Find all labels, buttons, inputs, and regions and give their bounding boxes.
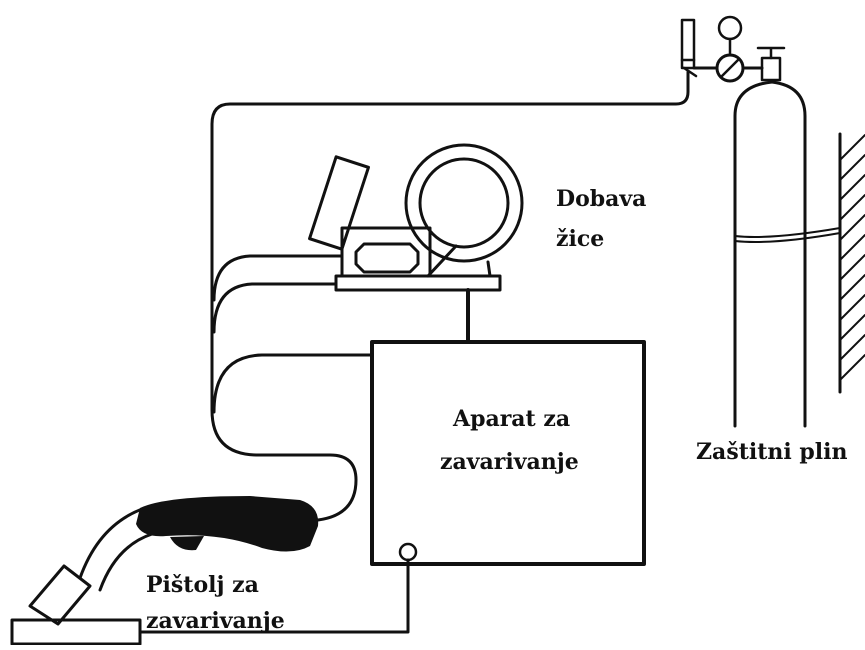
gun-trigger [170, 536, 204, 551]
welding-machine-label-line1: Aparat za [452, 406, 570, 432]
cylinder-valve [760, 56, 782, 82]
gun-neck-upper [78, 505, 150, 580]
spool-support [426, 244, 458, 278]
wire-spool-outer [404, 143, 524, 263]
shielding-gas-label: Zaštitni plin [696, 439, 848, 465]
feeder-drive-housing [340, 226, 432, 278]
ground-socket [398, 542, 418, 562]
feeder-cable-1 [212, 254, 344, 302]
wire-feed-label-line2: žice [556, 226, 604, 252]
gas-cylinder [733, 46, 841, 428]
feeder-cover-lid [308, 155, 370, 251]
feeder-cable-2 [212, 282, 338, 334]
feeder-roller [354, 242, 420, 274]
welding-gun [28, 496, 319, 626]
wire-spool-inner [418, 157, 510, 249]
gun-nozzle [28, 564, 92, 626]
welding-machine-box [370, 340, 646, 566]
pressure-regulator [680, 15, 764, 83]
wire-feeder [212, 143, 524, 334]
flowmeter-fitting [680, 58, 698, 78]
ground-cable [138, 558, 410, 634]
flowmeter [680, 18, 696, 70]
gun-label-line2: zavarivanje [146, 608, 285, 634]
wall-hatching [839, 134, 865, 381]
power-cable [212, 353, 374, 414]
gun-label-line1: Pištolj za [146, 572, 259, 598]
gas-hose [210, 70, 690, 522]
spool-support-right [486, 260, 492, 278]
cylinder-chain-2 [734, 232, 841, 243]
gun-handle [136, 496, 319, 552]
welding-machine-label-line2: zavarivanje [440, 449, 579, 475]
cylinder-valve-handle [756, 46, 786, 60]
regulator-gauge-needle [720, 58, 740, 78]
pressure-gauge [717, 15, 743, 41]
feeder-base-plate [334, 274, 502, 292]
workpiece [10, 618, 142, 646]
cylinder-chain-1 [734, 227, 841, 238]
gun-neck-lower [98, 532, 154, 592]
wire-feed-label-line1: Dobava [556, 186, 646, 212]
wall [838, 132, 865, 394]
cylinder-body [733, 80, 807, 428]
